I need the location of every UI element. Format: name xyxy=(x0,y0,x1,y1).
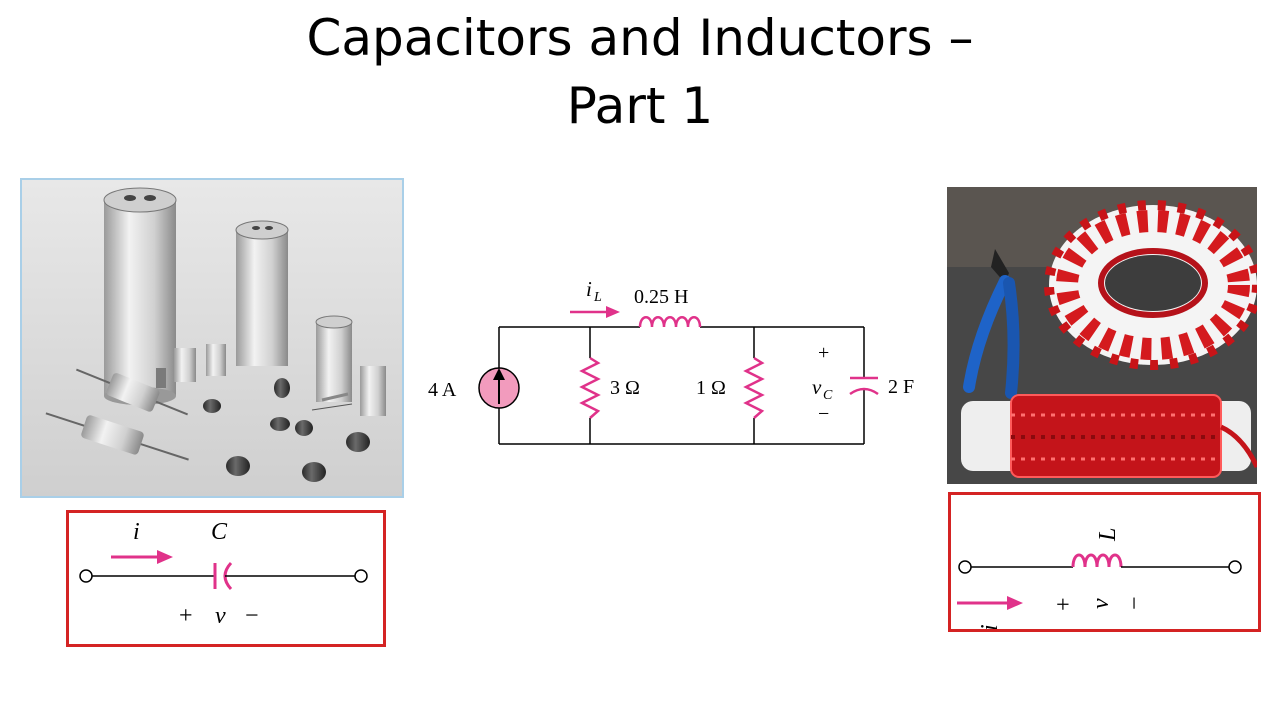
vc-label: v xyxy=(812,375,822,399)
resistor-1ohm-icon xyxy=(743,356,765,419)
iL-subscript: L xyxy=(593,290,602,305)
ind-plus-sign: + xyxy=(1051,597,1077,611)
cap-terminal-left xyxy=(79,569,93,583)
toroid-inductor-icon xyxy=(1044,200,1257,370)
title-line-2: Part 1 xyxy=(566,77,714,135)
ind-arrowhead-icon xyxy=(1007,596,1023,610)
iL-arrowhead-icon xyxy=(606,306,620,318)
cap-name-label: C xyxy=(211,519,228,545)
capacitor-value: 2 F xyxy=(888,376,914,398)
inductor-symbol-box: L + v − i xyxy=(948,492,1261,632)
capacitor-curved-plate-icon xyxy=(849,387,879,396)
resistor-3ohm-icon xyxy=(579,356,601,419)
cap-minus-sign: − xyxy=(245,603,259,629)
slide-title: Capacitors and Inductors – Part 1 xyxy=(0,4,1280,140)
ind-name-label: L xyxy=(1095,528,1121,542)
iL-label: i xyxy=(586,277,592,301)
inductor-coil-icon xyxy=(638,316,702,328)
ind-terminal-left xyxy=(958,560,972,574)
resistor2-value: 1 Ω xyxy=(696,377,726,399)
ind-coil-icon xyxy=(1071,553,1123,568)
cap-arrowhead-icon xyxy=(157,550,173,564)
title-line-1: Capacitors and Inductors – xyxy=(306,9,974,67)
cap-voltage-label: v xyxy=(215,603,226,629)
ind-current-label: i xyxy=(977,624,1003,629)
vc-minus: − xyxy=(818,403,829,425)
ind-voltage-label: v xyxy=(1088,598,1114,609)
resistor1-value: 3 Ω xyxy=(610,377,640,399)
capacitor-symbol-box: i C + v − xyxy=(66,510,386,647)
vc-plus: + xyxy=(818,342,829,364)
cap-current-label: i xyxy=(133,519,140,545)
circuit-diagram: 4 A 0.25 H i L 3 Ω 1 Ω 2 F + v C − xyxy=(428,277,914,445)
cap-terminal-right xyxy=(354,569,368,583)
cap-plus-sign: + xyxy=(179,603,193,629)
vc-subscript: C xyxy=(823,388,833,403)
capacitors-photo xyxy=(20,178,404,498)
pliers-icon xyxy=(963,249,1020,399)
source-value: 4 A xyxy=(428,379,457,401)
ind-terminal-right xyxy=(1228,560,1242,574)
inductor-value: 0.25 H xyxy=(634,286,688,308)
solenoid-inductor-icon xyxy=(961,394,1257,478)
ind-minus-sign: − xyxy=(1122,596,1148,610)
inductors-photo xyxy=(947,187,1257,484)
